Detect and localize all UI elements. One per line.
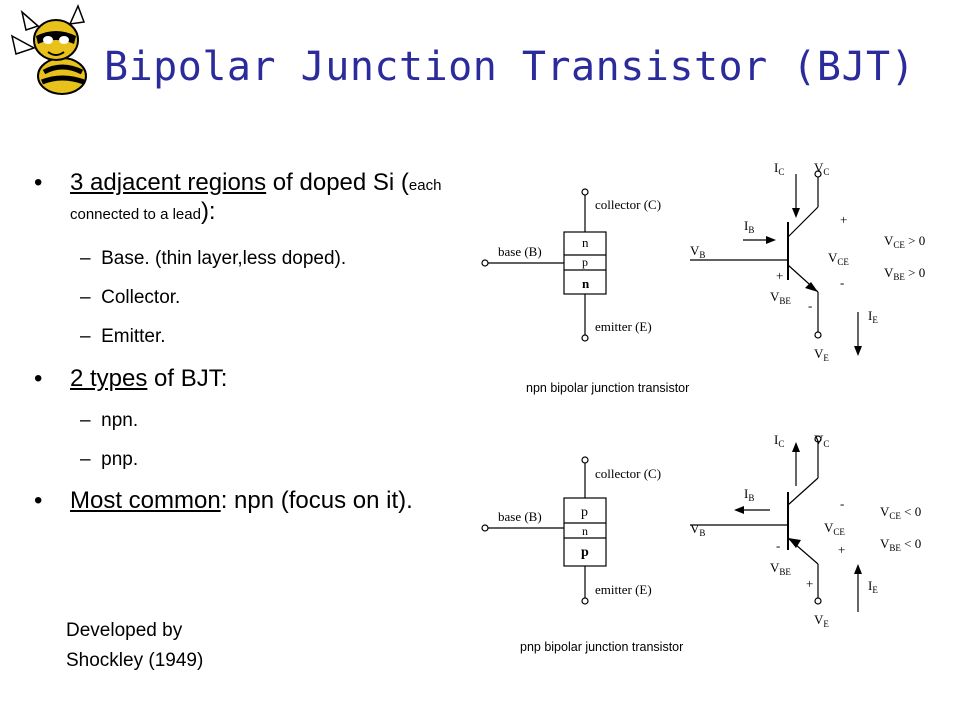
layer-n: n <box>582 524 588 538</box>
sub-item-emitter: – Emitter. <box>80 326 166 347</box>
svg-text:VB: VB <box>690 243 705 260</box>
svg-text:-: - <box>808 298 812 313</box>
svg-text:-: - <box>840 275 844 290</box>
bullet-text: Most common: npn (focus on it). <box>70 488 470 514</box>
layer-p-bottom: p <box>581 545 589 560</box>
svg-text:+: + <box>838 542 845 557</box>
regions-underlined: 3 adjacent regions <box>70 169 267 196</box>
svg-text:IB: IB <box>744 486 754 503</box>
credit-line-1: Developed by <box>66 620 183 641</box>
types-underlined: 2 types <box>70 365 148 392</box>
bullet-dot: • <box>34 169 43 196</box>
bullet-dot: • <box>34 487 43 514</box>
types-text: of BJT: <box>147 365 228 392</box>
layer-n-top: n <box>582 235 589 250</box>
svg-text:VB: VB <box>690 521 705 538</box>
emitter-label: emitter (E) <box>595 319 652 334</box>
svg-text:VBE > 0: VBE > 0 <box>884 265 925 282</box>
layer-p: p <box>582 255 588 269</box>
sub-item-npn: – npn. <box>80 410 139 431</box>
svg-text:VE: VE <box>814 346 829 363</box>
svg-text:IC: IC <box>774 160 784 177</box>
common-text: : npn (focus on it). <box>220 487 413 514</box>
common-underlined: Most common <box>70 487 221 514</box>
collector-label: collector (C) <box>595 197 661 212</box>
emitter-label: emitter (E) <box>595 582 652 597</box>
base-label: base (B) <box>498 509 542 524</box>
svg-text:IE: IE <box>868 308 878 325</box>
svg-text:-: - <box>840 496 844 511</box>
layer-n-bottom: n <box>582 276 590 291</box>
npn-diagram: collector (C) base (B) emitter (E) n p n… <box>481 160 925 363</box>
pnp-caption: pnp bipolar junction transistor <box>520 640 684 654</box>
base-label: base (B) <box>498 244 542 259</box>
sub-item-collector: – Collector. <box>80 287 181 308</box>
slide-title: Bipolar Junction Transistor (BJT) <box>104 44 916 90</box>
svg-text:VBE < 0: VBE < 0 <box>880 536 921 553</box>
svg-text:+: + <box>776 268 783 283</box>
svg-text:VC: VC <box>814 432 829 449</box>
svg-text:VCE < 0: VCE < 0 <box>880 504 921 521</box>
svg-text:IB: IB <box>744 218 754 235</box>
bullet-text: 2 types of BJT: <box>70 366 470 392</box>
layer-p-top: p <box>581 505 588 520</box>
sub-item-pnp: – pnp. <box>80 449 139 470</box>
bullet-text: 3 adjacent regions of doped Si (each con… <box>70 170 470 228</box>
svg-text:VC: VC <box>814 160 829 177</box>
svg-text:+: + <box>806 576 813 591</box>
svg-text:-: - <box>776 538 780 553</box>
svg-text:+: + <box>840 212 847 227</box>
svg-text:VE: VE <box>814 612 829 629</box>
collector-label: collector (C) <box>595 466 661 481</box>
svg-text:VCE: VCE <box>824 520 845 537</box>
yellow-jacket-mascot-logo <box>10 4 87 95</box>
credit-note: Developed by Shockley (1949) <box>66 616 203 676</box>
svg-text:VCE > 0: VCE > 0 <box>884 233 925 250</box>
credit-line-2: Shockley (1949) <box>66 650 204 671</box>
pnp-diagram: collector (C) base (B) emitter (E) p n p… <box>481 432 921 629</box>
sub-item-base: – Base. (thin layer,less doped). <box>80 248 347 269</box>
npn-caption: npn bipolar junction transistor <box>526 381 690 395</box>
regions-close: ): <box>200 198 216 225</box>
svg-text:IE: IE <box>868 578 878 595</box>
svg-text:VBE: VBE <box>770 560 791 577</box>
bullet-dot: • <box>34 365 43 392</box>
regions-small-note: each connected to a lead <box>70 177 442 223</box>
svg-text:IC: IC <box>774 432 784 449</box>
regions-text: of doped Si ( <box>266 169 409 196</box>
svg-text:VCE: VCE <box>828 250 849 267</box>
svg-text:VBE: VBE <box>770 289 791 306</box>
